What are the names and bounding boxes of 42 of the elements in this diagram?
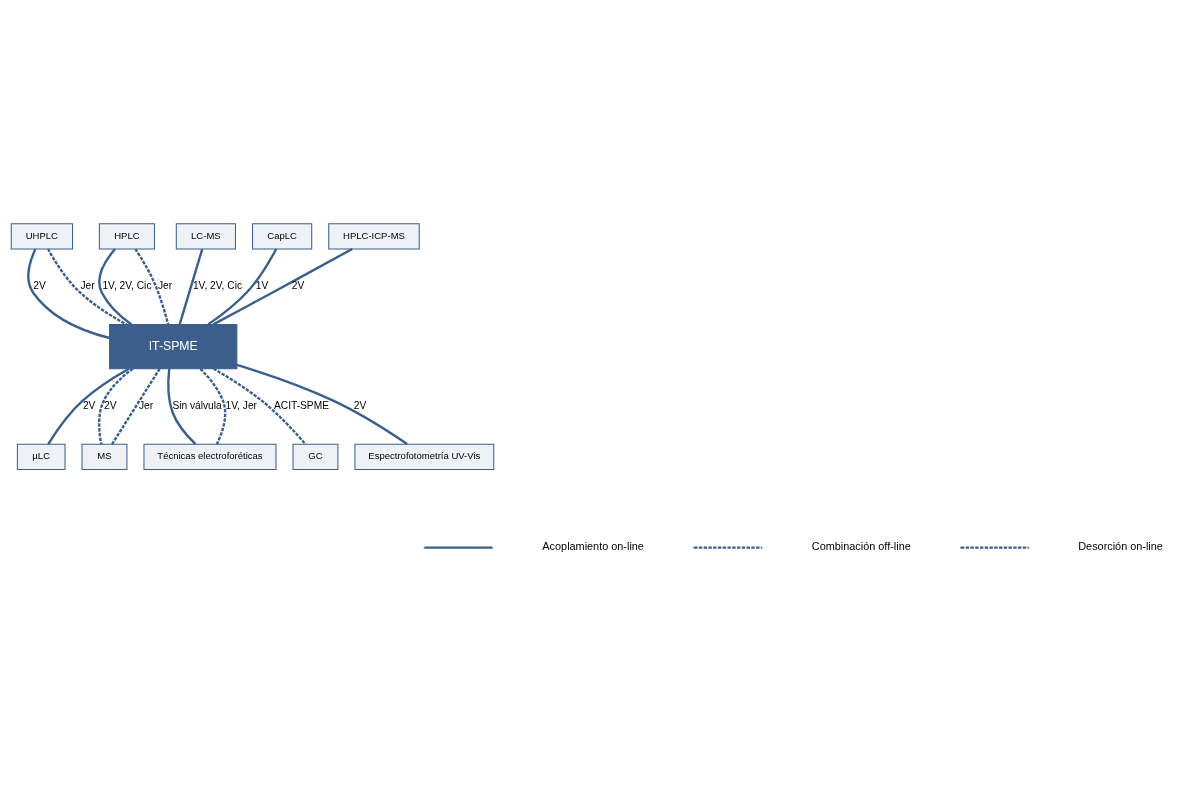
- node-box: LC-MS: [175, 223, 236, 250]
- connector: [97, 367, 134, 445]
- connector: [236, 363, 408, 446]
- legend-label: Combinación off-line: [811, 540, 911, 553]
- connector: [27, 248, 110, 340]
- node-box: µLC: [16, 443, 66, 470]
- node-box: CapLC: [252, 223, 313, 250]
- connector: [207, 248, 278, 326]
- node-box: IT-SPME: [109, 323, 238, 370]
- connector: [212, 247, 353, 326]
- edge-label: Sin válvula: [172, 399, 222, 411]
- connector: [213, 367, 307, 445]
- node-box: HPLC: [98, 223, 155, 250]
- node-box: Espectrofotometría UV-Vis: [354, 443, 495, 470]
- node-box: UHPLC: [10, 223, 73, 250]
- connector: [134, 248, 170, 325]
- legend-label: Desorción on-line: [1078, 540, 1163, 553]
- edge-label: Jer: [80, 280, 95, 292]
- connector: [178, 248, 204, 325]
- edge-label: Jer: [157, 280, 173, 292]
- connector: [167, 368, 197, 445]
- edge-label: 1V, 2V, Cic: [192, 280, 243, 292]
- legend-label: Acoplamiento on-line: [542, 540, 644, 553]
- connector: [111, 368, 161, 445]
- edge-label: 2V: [82, 399, 96, 411]
- node-box: Técnicas electroforéticas: [143, 443, 277, 470]
- edge-label: 2V: [33, 280, 46, 292]
- edge-label: 2V: [104, 399, 117, 411]
- edge-label: ACIT-SPME: [274, 399, 329, 411]
- node-box: MS: [81, 443, 128, 470]
- connector: [98, 248, 133, 326]
- node-box: HPLC-ICP-MS: [328, 223, 420, 250]
- edge-label: Jer: [138, 399, 154, 411]
- connector: [199, 368, 227, 445]
- edge-label: 1V: [255, 280, 269, 292]
- edge-label: 2V: [291, 280, 305, 292]
- node-box: GC: [292, 443, 339, 470]
- edge-label: 1V, 2V, Cic: [102, 280, 152, 292]
- connector: [47, 367, 130, 445]
- edge-label: 2V: [353, 399, 367, 411]
- edge-label: 1V, Jer: [225, 399, 257, 411]
- connector: [46, 248, 127, 326]
